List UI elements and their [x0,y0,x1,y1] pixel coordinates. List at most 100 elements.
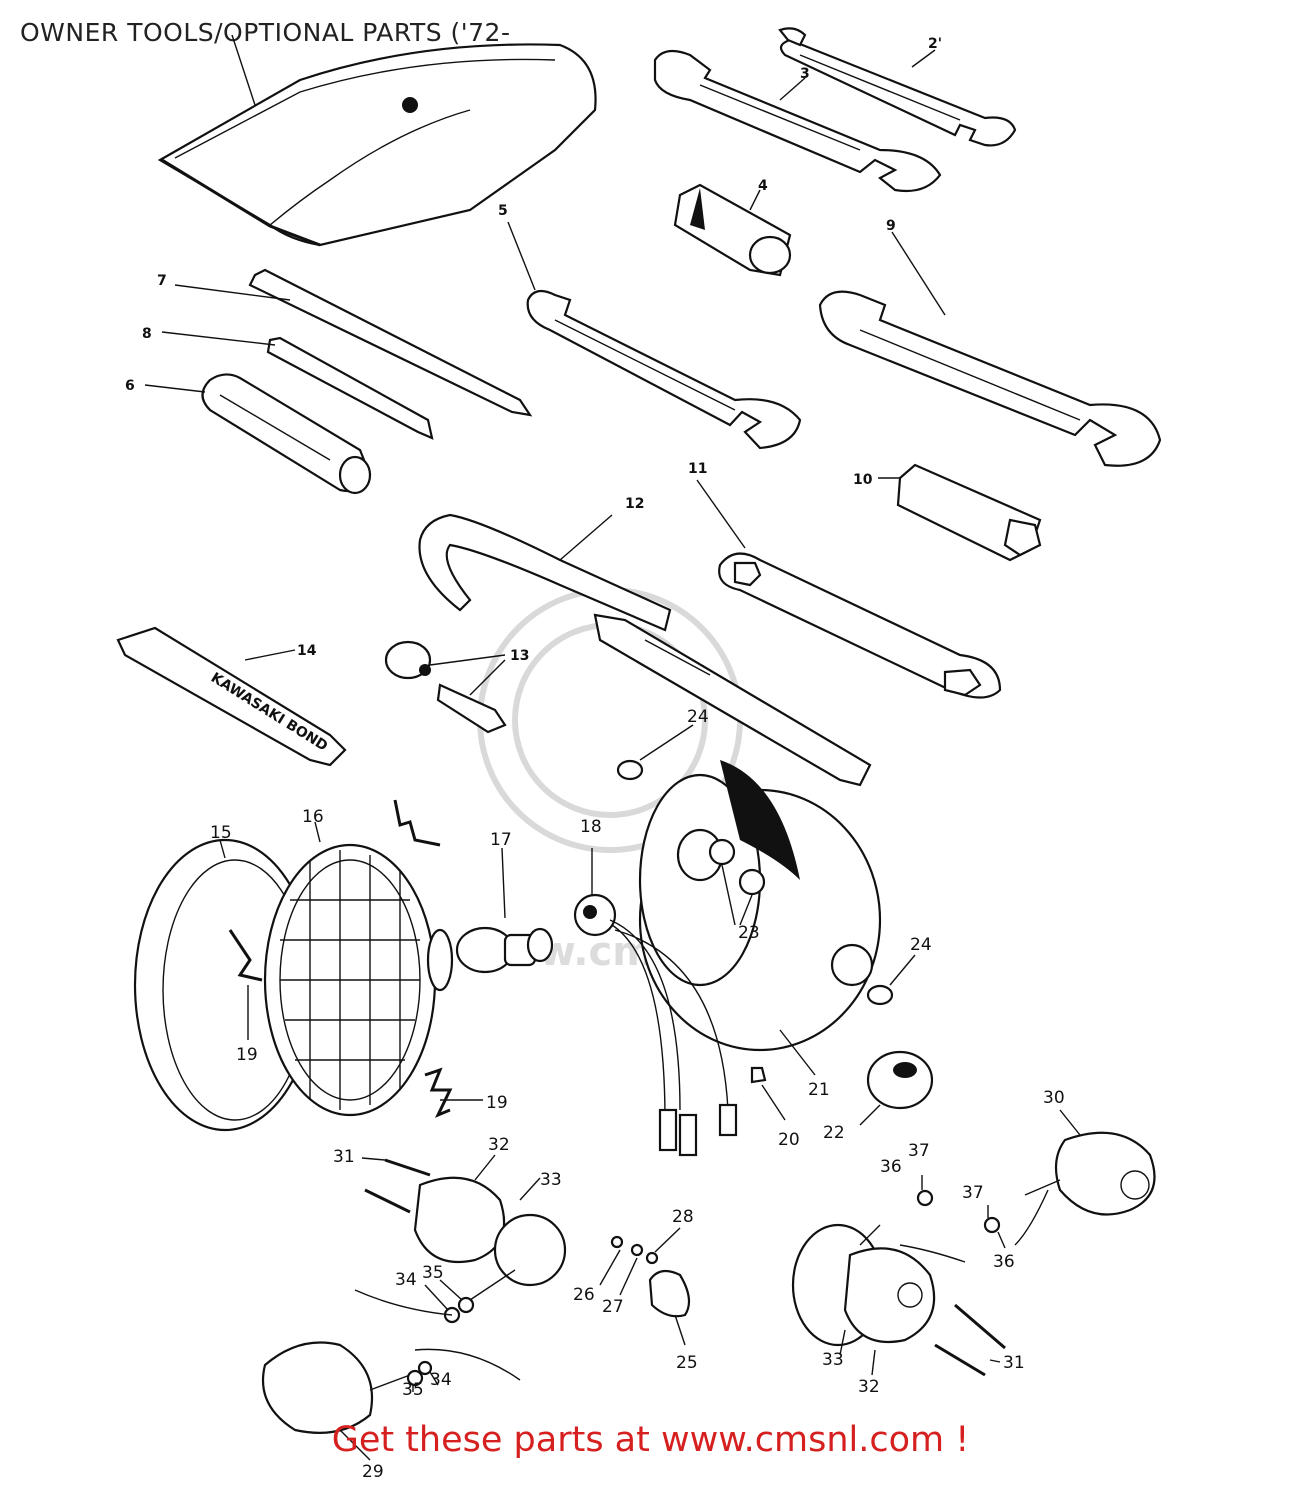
callout-9: 9 [886,218,896,234]
wrench-3 [653,49,942,193]
callout-20: 20 [778,1130,800,1150]
wrench-5 [526,289,802,450]
callout-11: 11 [688,461,707,477]
callout-21: 21 [808,1080,830,1100]
nut-bolt-13 [384,640,507,734]
ring-spanner-11 [718,552,1002,699]
clip-19b [424,1067,453,1118]
flasher-relay-25 [610,1235,691,1318]
leader-32b [871,1349,876,1376]
bolt-31a [364,1158,431,1214]
leader-33b [839,1329,846,1356]
callout-6: 6 [125,378,135,394]
bulb-17 [455,926,554,974]
callout-2p: 2' [928,36,942,52]
leader-36b [997,1231,1006,1249]
callout-37a: 37 [908,1141,930,1161]
callout-37b: 37 [962,1183,984,1203]
callout-34b: 34 [430,1370,452,1390]
leader-17 [501,847,506,919]
leader-31b [989,1359,1001,1363]
leader-28 [654,1227,681,1253]
turn-signal-29 [261,1341,521,1434]
clip-19a [228,929,263,982]
leader-16 [314,821,321,843]
leader-22 [859,1104,881,1126]
callout-36b: 36 [993,1252,1015,1272]
footer-link[interactable]: Get these parts at www.cmsnl.com ! [331,1420,970,1460]
leader-24a [639,724,694,761]
leader-35a [439,1279,463,1301]
leader-20 [761,1084,786,1121]
washer-24a [616,759,644,781]
leader-32a [474,1154,496,1181]
leader-21 [779,1029,816,1076]
nut-36b [983,1216,1001,1234]
callout-18: 18 [580,817,602,837]
callout-25: 25 [676,1353,698,1373]
callout-8: 8 [142,326,152,342]
nut-23 [708,838,766,896]
callout-35a: 35 [422,1263,444,1283]
clip-top [393,799,441,847]
leader-5 [507,221,536,291]
leader-14 [244,649,296,661]
headlight-rim-15 [133,838,317,1132]
callout-19b: 19 [486,1093,508,1113]
leader-30 [1059,1109,1081,1136]
leader-13b [469,659,506,696]
leader-27 [619,1257,638,1296]
callout-36a: 36 [880,1157,902,1177]
socket-4 [673,183,792,277]
screwdriver-blade-8 [266,336,434,440]
callout-31b: 31 [1003,1353,1025,1373]
leader-12 [559,514,613,561]
callout-28: 28 [672,1207,694,1227]
callout-33b: 33 [822,1350,844,1370]
leader-26 [599,1249,621,1286]
washer-24b [866,984,894,1006]
callout-13: 13 [510,648,529,664]
callout-33a: 33 [540,1170,562,1190]
wrench-9 [818,290,1162,467]
headlight-housing-21 [638,760,882,1052]
callout-24b: 24 [910,935,932,955]
leader-1 [231,34,256,106]
callout-32a: 32 [488,1135,510,1155]
headlight-lens-16 [263,843,454,1117]
screwdriver-blade-7 [248,268,533,417]
leader-15 [219,839,226,859]
screwdriver-handle-6 [201,373,372,495]
leader-4 [749,189,761,211]
callout-14: 14 [297,643,317,659]
bolt-31b [934,1303,1006,1377]
callout-3: 3 [800,66,810,82]
callout-35b: 35 [402,1380,424,1400]
leader-7 [174,284,291,301]
leader-13a [429,654,506,666]
hook-spanner-12 [418,513,672,632]
grommet-22 [866,1050,934,1110]
callout-17: 17 [490,830,512,850]
leader-29 [339,1429,371,1461]
plug-socket-10 [896,463,1042,562]
callout-24a: 24 [687,707,709,727]
turn-signal-30 [1014,1131,1156,1246]
leader-23a [721,864,736,926]
tool-bag [157,43,597,247]
wrench-2p [778,27,1017,147]
callout-26: 26 [573,1285,595,1305]
callout-23: 23 [738,923,760,943]
leader-11 [696,479,746,549]
extension-bar [593,613,872,787]
turn-signal-32a [413,1176,567,1287]
leader-2p [911,49,936,68]
callout-22: 22 [823,1123,845,1143]
callout-10: 10 [853,472,873,488]
callout-16: 16 [302,807,324,827]
leader-33a [519,1177,541,1201]
turn-signal-32b [791,1223,966,1347]
callout-30: 30 [1043,1088,1065,1108]
nut-36a [916,1189,934,1207]
